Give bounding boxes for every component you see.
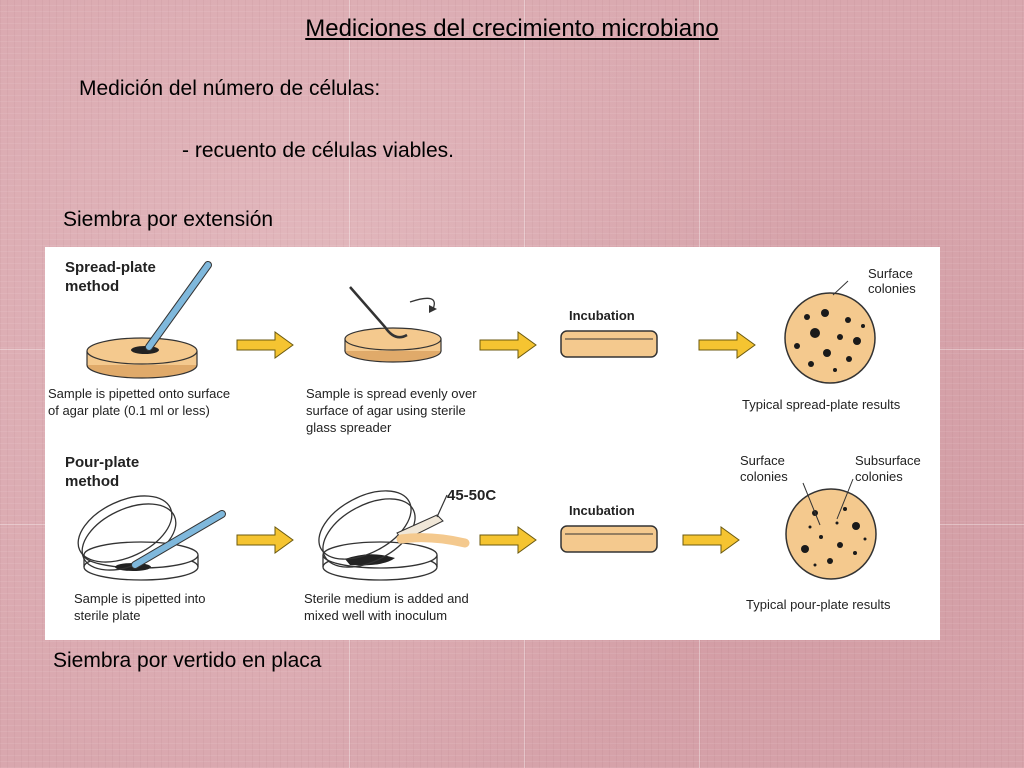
pour-step2-caption: mixed well with inoculum [304,608,447,623]
surface-colonies-label: Surface [740,453,785,468]
incubator-illustration [560,330,658,358]
spread-step1-caption: Sample is pipetted onto surface [48,386,230,401]
pour-method-title: Pour-plate [65,454,139,471]
spread-step2-caption: Sample is spread evenly over [306,386,477,401]
incubator-illustration [560,525,658,553]
incubation-label: Incubation [569,308,635,323]
subsurface-colonies-label: colonies [855,469,903,484]
slide-title: Mediciones del crecimiento microbiano [305,15,719,42]
caption-spread-plate: Siembra por extensión [63,208,274,231]
spread-method-title: method [65,278,119,295]
pour-step1-caption: sterile plate [74,608,140,623]
arrow-right-icon [698,331,756,359]
spread-method-title: Spread-plate [65,259,156,276]
pour-plate-result-illustration [785,478,877,580]
pour-method-title: method [65,473,119,490]
medium-temperature-label: 45-50C [447,487,496,504]
subsurface-colonies-label: Subsurface [855,453,921,468]
arrow-right-icon [479,331,537,359]
bullet-viable-count: - recuento de células viables. [182,139,454,162]
spread-step2-caption: surface of agar using sterile [306,403,466,418]
arrow-right-icon [236,526,294,554]
spread-plate-with-pipette-illustration [86,261,212,379]
incubation-label: Incubation [569,503,635,518]
subheading: Medición del número de células: [79,77,381,100]
spread-result-caption: Typical spread-plate results [742,397,901,412]
spread-step1-caption: of agar plate (0.1 ml or less) [48,403,210,418]
plating-methods-figure: Spread-plate method Incubation [45,247,940,640]
pour-plate-with-pipette-illustration [77,495,226,581]
caption-pour-plate: Siembra por vertido en placa [53,649,322,672]
surface-colonies-label: colonies [740,469,788,484]
spread-plate-result-illustration [784,280,876,384]
arrow-right-icon [236,331,294,359]
plating-diagram: Spread-plate method Incubation [48,259,921,623]
spread-plate-with-spreader-illustration [344,286,442,363]
pour-step1-caption: Sample is pipetted into [74,591,206,606]
pour-step2-caption: Sterile medium is added and [304,591,469,606]
surface-colonies-label: colonies [868,281,916,296]
arrow-right-icon [682,526,740,554]
arrow-right-icon [479,526,537,554]
pour-plate-with-medium-illustration [318,490,470,581]
surface-colonies-label: Surface [868,266,913,281]
pour-result-caption: Typical pour-plate results [746,597,891,612]
spread-step2-caption: glass spreader [306,420,392,435]
